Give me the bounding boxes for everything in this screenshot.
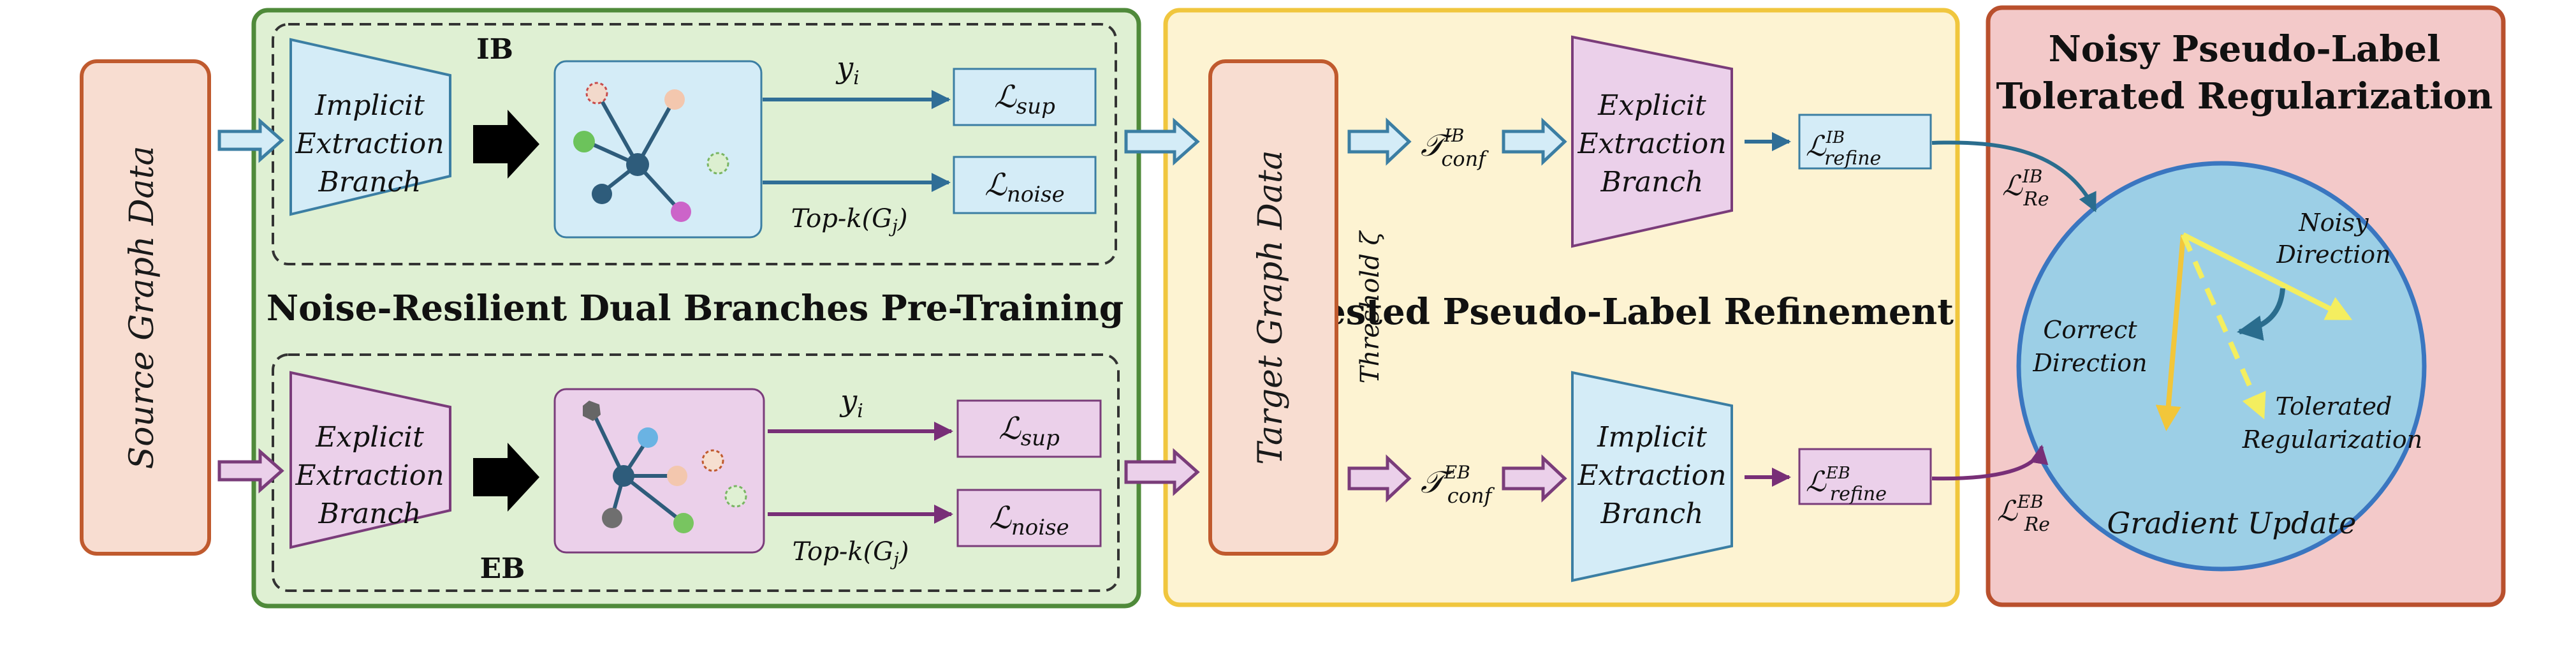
eb-graph-icon xyxy=(583,401,747,533)
noisy-direction-line2: Direction xyxy=(2276,241,2390,269)
source-to-ib-arrow-icon xyxy=(217,117,284,163)
ib-loss-noise-box xyxy=(953,156,1097,214)
ib-forward-arrow-icon xyxy=(473,110,539,179)
refine-top-branch-line2: Extraction xyxy=(1577,128,1726,160)
pretrain-to-target-bottom-arrow-icon xyxy=(1124,448,1200,496)
ib-loss-noise: ℒnoise xyxy=(984,167,1064,207)
pretrain-to-target-top-arrow-icon xyxy=(1124,117,1200,166)
regularization-title-line1: Noisy Pseudo-Label xyxy=(2049,28,2441,70)
eb-topk-label: Top-k(Gj) xyxy=(793,537,909,570)
source-graph-panel: Source Graph Data xyxy=(80,59,211,556)
threshold-label: Threshold ζ xyxy=(1356,230,1385,383)
ib-graph-icon xyxy=(573,82,729,222)
regularization-title-line2: Tolerated Regularization xyxy=(1996,75,2492,117)
eb-loss-noise: ℒnoise xyxy=(989,500,1069,540)
pretraining-panel: Noise-Resilient Dual Branches Pre-Traini… xyxy=(251,8,1141,609)
eb-branch-line3: Branch xyxy=(318,498,421,530)
noisy-direction-arrow xyxy=(2182,232,2353,320)
refine-implicit-branch-shape xyxy=(1571,371,1733,582)
conf-eb-to-branch-arrow-icon xyxy=(1502,454,1567,503)
source-graph-label: Source Graph Data xyxy=(123,146,161,470)
eb-explicit-branch-shape xyxy=(289,371,451,549)
refine-bottom-branch-line1: Implicit xyxy=(1597,421,1707,454)
eb-branch-line1: Explicit xyxy=(315,421,424,454)
gradient-update-label: Gradient Update xyxy=(2107,506,2356,540)
refine-ib-to-circle-curve xyxy=(1931,140,2097,212)
ib-branch-line2: Extraction xyxy=(295,128,444,160)
target-to-conf-eb-arrow-icon xyxy=(1347,454,1412,503)
eb-forward-arrow-icon xyxy=(473,443,539,512)
correct-direction-line2: Direction xyxy=(2032,349,2147,377)
correct-direction-line1: Correct xyxy=(2043,316,2137,344)
refine-eb-box xyxy=(1798,448,1932,505)
refine-ib-box xyxy=(1798,114,1932,170)
refinement-panel: Nested Pseudo-Label Refinement Target Gr… xyxy=(1163,8,1960,607)
eb-yi-label: yi xyxy=(839,383,863,422)
regularization-panel: Noisy Pseudo-Label Tolerated Regularizat… xyxy=(1986,5,2506,607)
conf-ib-to-branch-arrow-icon xyxy=(1502,117,1567,166)
refine-bottom-branch-line2: Extraction xyxy=(1577,459,1726,492)
tolerated-line1: Tolerated xyxy=(2276,392,2392,420)
eb-loss-noise-box xyxy=(956,489,1102,547)
tolerated-line2: Regularization xyxy=(2242,426,2422,454)
ib-tag: IB xyxy=(476,33,513,66)
refine-top-branch-line1: Explicit xyxy=(1597,89,1706,122)
ib-loss-sup-box xyxy=(953,68,1097,126)
refine-top-branch-line3: Branch xyxy=(1600,166,1704,198)
ib-yi-label: yi xyxy=(835,50,860,89)
refine-eb-to-circle-curve xyxy=(1931,445,2049,481)
ib-topk-label: Top-k(Gj) xyxy=(791,204,908,237)
refine-bottom-branch-line3: Branch xyxy=(1600,498,1704,530)
ib-branch-line3: Branch xyxy=(318,166,421,198)
ib-loss-sup: ℒsup xyxy=(994,79,1055,119)
rotation-curve-arrow xyxy=(2237,288,2285,341)
refine-explicit-branch-shape xyxy=(1571,35,1733,248)
eb-loss-sup-box xyxy=(956,399,1102,458)
gradient-circle xyxy=(2016,161,2427,572)
noisy-direction-line1: Noisy xyxy=(2298,209,2369,237)
eb-loss-sup: ℒsup xyxy=(999,411,1060,451)
refinement-title: Nested Pseudo-Label Refinement xyxy=(1291,291,1954,333)
correct-direction-arrow xyxy=(2155,234,2186,431)
target-graph-box xyxy=(1208,59,1338,556)
target-graph-label: Target Graph Data xyxy=(1252,150,1290,464)
pretraining-title: Noise-Resilient Dual Branches Pre-Traini… xyxy=(267,287,1123,329)
eb-tag: EB xyxy=(480,552,525,585)
ib-implicit-branch-shape xyxy=(289,38,451,216)
target-to-conf-ib-arrow-icon xyxy=(1347,117,1412,166)
ib-branch-line1: Implicit xyxy=(314,89,425,122)
source-to-eb-arrow-icon xyxy=(217,448,284,494)
eb-branch-line2: Extraction xyxy=(295,459,444,492)
tolerated-direction-arrow xyxy=(2181,233,2266,420)
